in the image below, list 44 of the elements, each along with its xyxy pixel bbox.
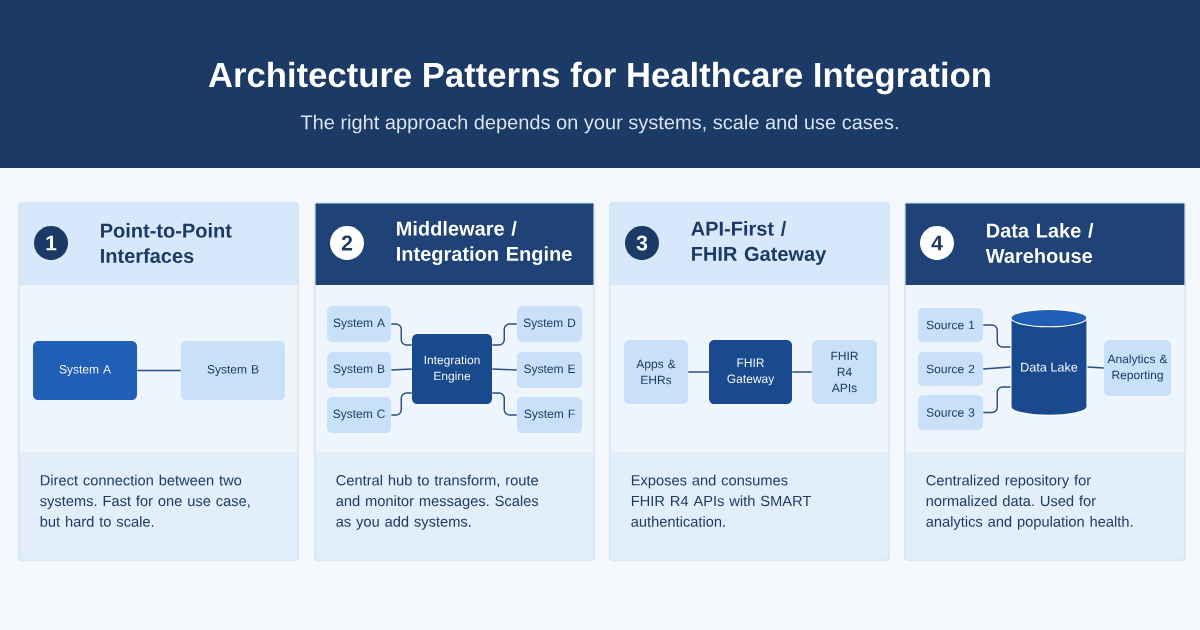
system-box: System A: [33, 341, 137, 400]
connector-line: [390, 323, 413, 346]
system-box: System B: [327, 352, 391, 388]
system-box: Apps & EHRs: [624, 340, 688, 404]
system-box: Analytics & Reporting: [1104, 340, 1171, 396]
card-heading: Data Lake / Warehouse: [985, 223, 1094, 263]
system-box: FHIR R4 APIs: [812, 340, 877, 404]
card-description: Exposes and consumes FHIR R4 APIs with SMART authentication.: [631, 474, 811, 527]
system-box: System A: [327, 306, 391, 342]
system-box: System B: [181, 341, 285, 400]
number-badge: 1: [34, 226, 68, 260]
system-box: System C: [327, 397, 391, 433]
system-box: Source 2: [918, 352, 983, 386]
connector-line: [1086, 366, 1105, 369]
subtitle: The right approach depends on your systems, scale and use cases.: [300, 114, 898, 134]
card-description: Centralized repository for normalized data. Used for analytics and population health.: [926, 474, 1133, 530]
number-badge: 2: [330, 226, 364, 260]
connector-line: [491, 368, 518, 371]
connector-line: [491, 392, 518, 416]
system-box: System F: [517, 397, 582, 433]
system-box: Integration Engine: [412, 334, 492, 404]
connector-line: [491, 323, 518, 346]
card-description: Central hub to transform, route and monitor messages. Scales as you add systems.: [336, 474, 539, 530]
database-cylinder: Data Lake: [1010, 308, 1088, 416]
system-box: FHIR Gateway: [709, 340, 792, 404]
system-box: System D: [517, 306, 582, 342]
number-badge: 3: [625, 226, 659, 260]
system-box: System E: [517, 352, 582, 388]
connector-line: [791, 371, 813, 373]
number-badge: 4: [920, 226, 954, 260]
system-box: Source 3: [918, 395, 983, 430]
system-box: Source 1: [918, 308, 983, 342]
card-heading: Point-to-Point Interfaces: [101, 223, 232, 263]
connector-line: [982, 386, 1012, 414]
card-heading: API-First / FHIR Gateway: [691, 221, 827, 265]
title: Architecture Patterns for Healthcare Integration: [208, 61, 990, 95]
connector-line: [136, 369, 182, 372]
connector-line: [687, 371, 710, 373]
card-heading: Middleware / Integration Engine: [397, 220, 572, 266]
connector-line: [982, 324, 1012, 348]
card-description: Direct connection between two systems. Fast for one use case, but hard to scale.: [40, 474, 250, 527]
connector-line: [390, 368, 413, 371]
connector-line: [390, 392, 413, 416]
connector-line: [982, 366, 1012, 370]
